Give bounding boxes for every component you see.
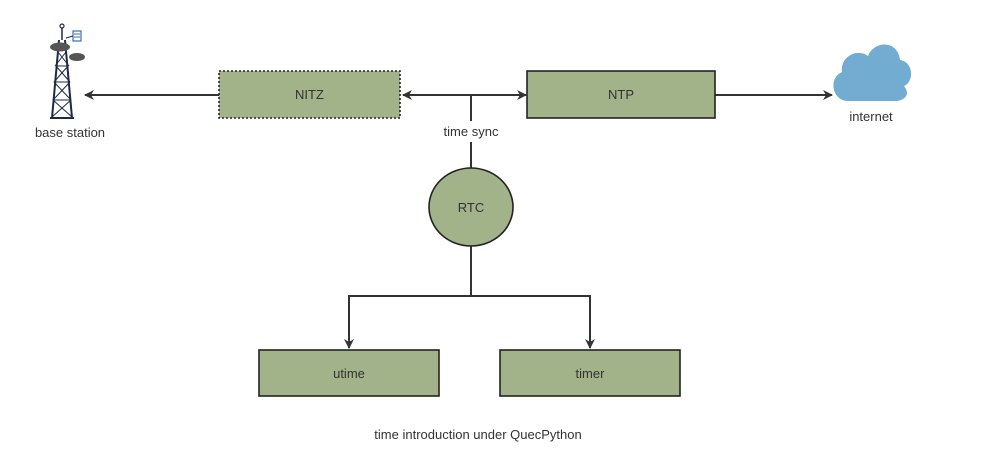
time-sync-label: time sync (444, 124, 499, 139)
internet-label: internet (849, 109, 893, 124)
edges (84, 90, 833, 349)
edge-rtc-to-timer (471, 295, 595, 349)
ntp-node-label: NTP (608, 87, 634, 102)
rtc-node-label: RTC (458, 200, 484, 215)
timer-node-label: timer (576, 366, 606, 381)
edge-rtc-to-utime (344, 295, 471, 349)
nitz-node (218, 70, 401, 119)
utime-node (258, 349, 440, 397)
timer-node (499, 349, 681, 397)
base-station-label: base station (35, 125, 105, 140)
diagram-caption: time introduction under QuecPython (374, 427, 581, 442)
rtc-node (428, 167, 514, 247)
ntp-node (526, 70, 716, 119)
nitz-node-label: NITZ (295, 87, 324, 102)
cloud-icon (833, 44, 912, 101)
utime-node-label: utime (333, 366, 365, 381)
cell-tower-icon (50, 23, 85, 119)
